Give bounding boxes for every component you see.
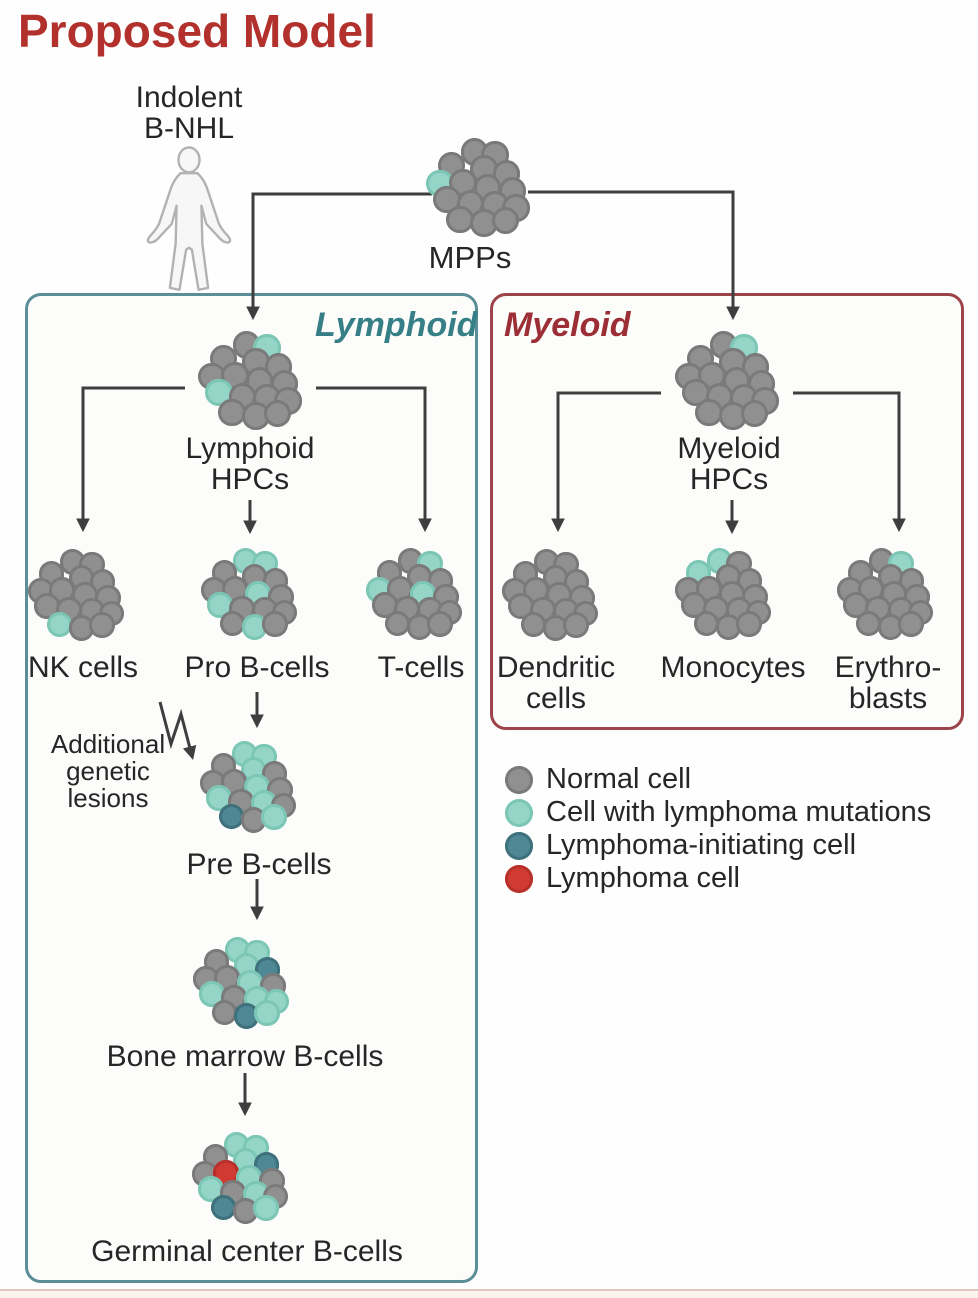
indolent-bnhl-label: Indolent B-NHL xyxy=(135,81,243,145)
bm_b-cell-n xyxy=(211,999,238,1026)
myeloid-box-label: Myeloid xyxy=(504,306,631,344)
myeloid-hpcs-label: Myeloid HPCs xyxy=(677,432,781,496)
legend-item: Lymphoma-initiating cell xyxy=(505,829,931,862)
gc_b-cell-i xyxy=(210,1194,237,1221)
pro_b-cell-n xyxy=(262,611,288,637)
footer-divider xyxy=(0,1289,978,1291)
monocytes-cell-n xyxy=(693,610,720,637)
lymphoid_hpcs-cell-n xyxy=(263,399,292,428)
mpps-cell-n xyxy=(446,205,474,234)
myeloid_hpcs-cell-n xyxy=(695,398,723,427)
page-title: Proposed Model xyxy=(18,5,376,57)
dendritic-cell-n xyxy=(520,611,547,638)
gc_b-cell-m xyxy=(253,1195,279,1221)
t_cells-cell-n xyxy=(427,611,453,637)
legend-swatch-m xyxy=(505,798,533,827)
pre_b-cell-m xyxy=(261,804,287,830)
myeloid_hpcs-cell-n xyxy=(740,399,769,428)
legend-label: Normal cell xyxy=(546,763,692,795)
pro_b-cell-n xyxy=(219,610,246,637)
dendritic-cells-label: Dendritic cells xyxy=(496,651,616,715)
legend-item: Lymphoma cell xyxy=(505,862,931,895)
legend-label: Lymphoma cell xyxy=(546,862,740,894)
nk-cell-n xyxy=(89,612,115,638)
bone-marrow-b-cells-label: Bone marrow B-cells xyxy=(106,1040,384,1073)
germinal-center-b-cells-label: Germinal center B-cells xyxy=(91,1235,403,1268)
nk-cell-m xyxy=(46,611,73,638)
monocytes-label: Monocytes xyxy=(660,651,806,684)
lymphoid_hpcs-cell-n xyxy=(218,398,246,427)
erythroblasts-cell-n xyxy=(855,610,882,637)
erythroblasts-cell-n xyxy=(898,611,924,637)
mpps-cell-n xyxy=(491,206,520,235)
legend-item: Normal cell xyxy=(505,763,931,796)
legend-swatch-i xyxy=(505,831,533,860)
lymphoid-hpcs-label: Lymphoid HPCs xyxy=(185,432,315,496)
pro-b-cells-label: Pro B-cells xyxy=(184,651,330,684)
additional-genetic-lesions-label: Additional genetic lesions xyxy=(50,729,166,813)
nk-cells-label: NK cells xyxy=(27,651,139,684)
mpps-label: MPPs xyxy=(428,240,512,275)
lymphoid-box-label: Lymphoid xyxy=(315,306,478,344)
pre_b-cell-i xyxy=(218,803,245,830)
legend-label: Cell with lymphoma mutations xyxy=(546,796,932,828)
monocytes-cell-n xyxy=(736,611,762,637)
t_cells-cell-n xyxy=(384,610,411,637)
legend-label: Lymphoma-initiating cell xyxy=(546,829,857,861)
erythroblasts-label: Erythro- blasts xyxy=(834,651,942,715)
dendritic-cell-n xyxy=(563,612,589,638)
bm_b-cell-m xyxy=(254,1000,280,1026)
t-cells-label: T-cells xyxy=(377,651,465,684)
legend-swatch-n xyxy=(505,765,533,794)
pre-b-cells-label: Pre B-cells xyxy=(186,848,332,881)
footer-strip xyxy=(0,1291,978,1298)
legend-swatch-l xyxy=(505,864,533,893)
legend-item: Cell with lymphoma mutations xyxy=(505,796,931,829)
patient-figure-icon xyxy=(146,146,232,291)
